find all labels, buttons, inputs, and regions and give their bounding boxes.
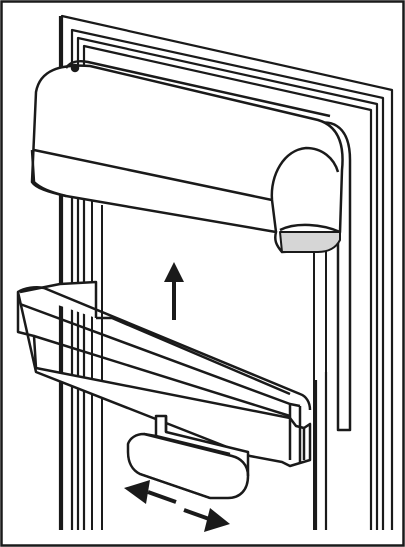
side-rail [314,372,328,530]
dairy-compartment [30,60,352,432]
double-arrow-icon [124,480,230,532]
sliding-holder [126,414,250,500]
arrow-up-icon [164,262,184,320]
door-shelf [16,280,312,468]
